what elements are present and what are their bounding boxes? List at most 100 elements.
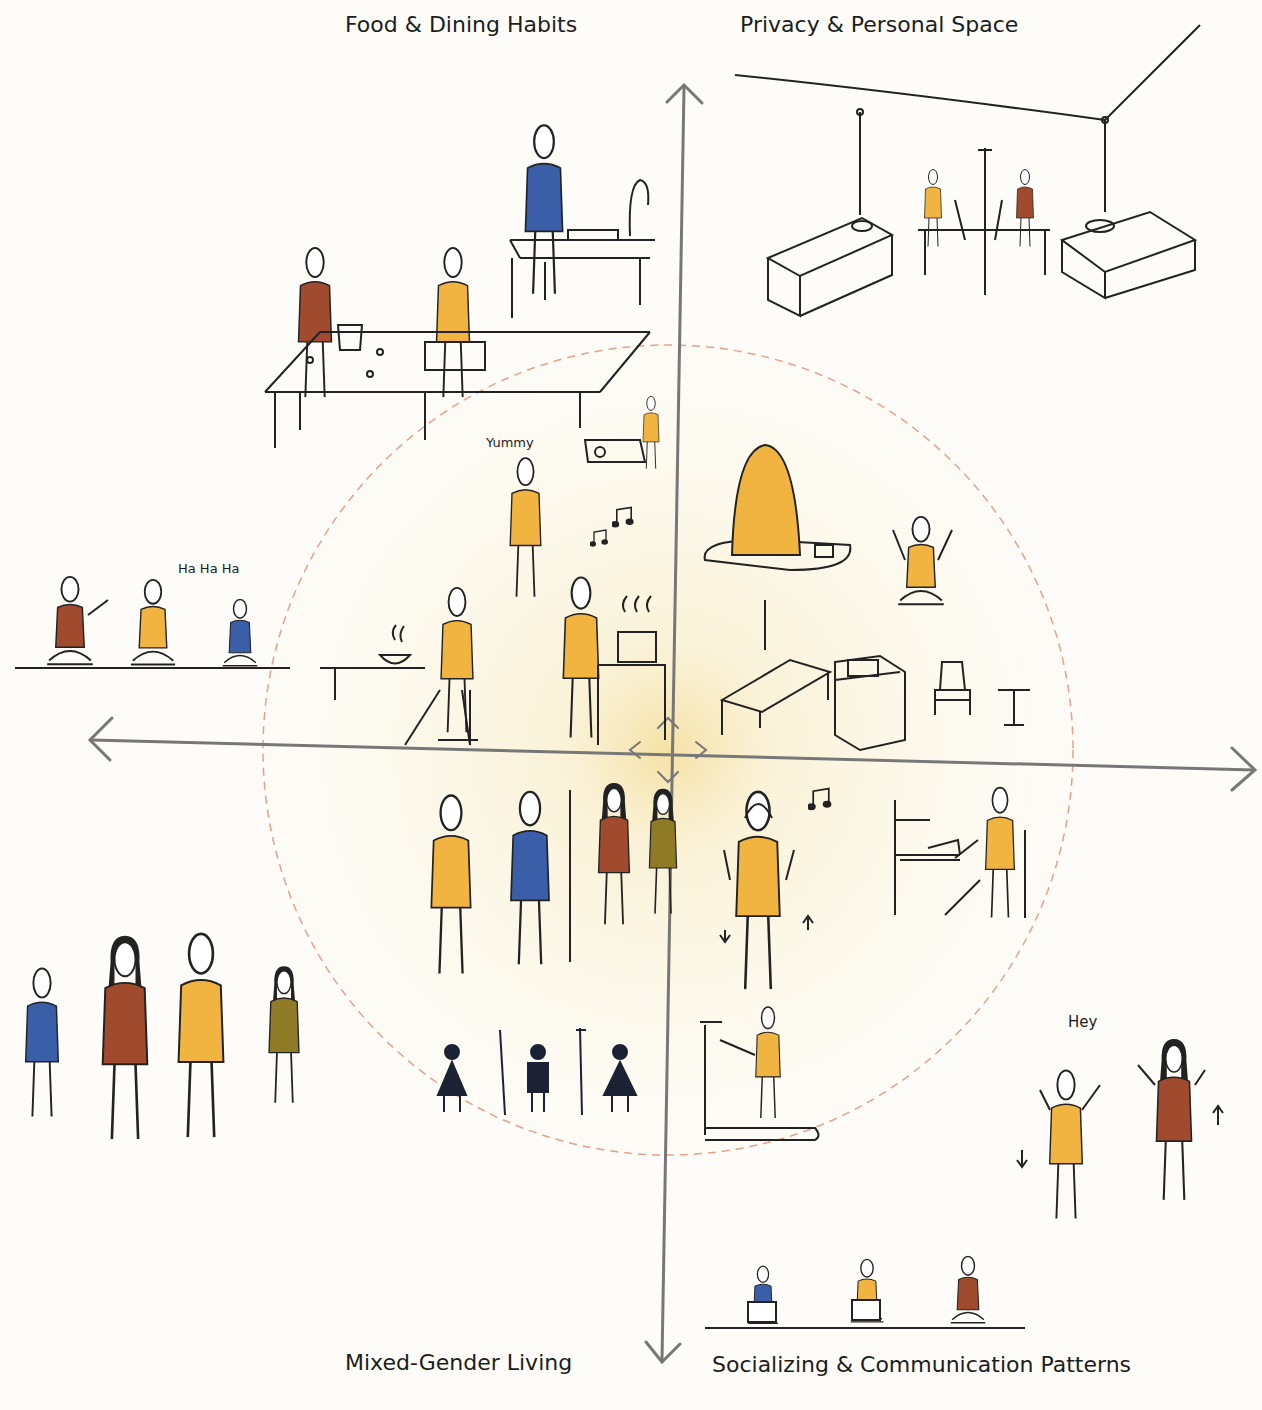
kitchen-scene-part [265, 332, 650, 448]
restroom-icons-part [604, 1062, 636, 1112]
private-room-part [860, 112, 1105, 215]
dining-scene-part [405, 690, 478, 745]
private-room-part [925, 170, 942, 247]
quadrant-heading: Privacy & Personal Space [740, 12, 1018, 37]
online-group-part [705, 1327, 1025, 1329]
mixed-gender-group-part [511, 792, 549, 964]
restroom-icons-part [500, 1030, 505, 1115]
leisure-scene-part [986, 788, 1015, 918]
floor-sitting-group-part [223, 599, 258, 665]
kitchen-scene-part [437, 248, 470, 397]
private-room-part [1062, 212, 1195, 298]
personal-space-scene-part [848, 660, 878, 676]
kitchen-scene-part [630, 180, 649, 236]
kitchen-scene-part [377, 349, 383, 355]
quadrant-heading: Socializing & Communication Patterns [712, 1352, 1131, 1377]
restroom-icons-part [613, 1045, 627, 1059]
personal-space-scene-part [815, 545, 833, 557]
standing-group [26, 934, 299, 1139]
leisure-scene-part [745, 804, 772, 818]
greeting-pair-part [1017, 1106, 1223, 1167]
private-room-part [735, 25, 1200, 120]
greeting-pair [1017, 1040, 1223, 1218]
personal-space-scene-part [722, 600, 830, 735]
speech-text: Yummy [486, 436, 534, 451]
private-room-part [918, 148, 1050, 295]
leisure-scene-part [720, 916, 813, 942]
quadrant-axes-part [667, 85, 702, 103]
treadmill-scene-part [720, 1040, 755, 1055]
standing-group-part [103, 936, 148, 1139]
private-room-part [768, 218, 892, 316]
speech-text: Ha Ha Ha [178, 562, 240, 577]
leisure-scene-part [808, 789, 831, 810]
online-group [705, 1256, 1025, 1328]
leisure-scene-part [724, 850, 794, 880]
leisure-scene-part [945, 840, 980, 915]
dining-scene-part [623, 596, 651, 612]
kitchen-scene-part [299, 248, 332, 397]
personal-space-scene-part [998, 690, 1030, 725]
private-room-part [857, 109, 863, 115]
personal-space-scene-part [732, 445, 800, 555]
restroom-icons [438, 1028, 636, 1115]
quadrant-axes-part [1232, 748, 1255, 790]
online-group-part [951, 1256, 986, 1322]
restroom-icons-part [576, 1028, 586, 1115]
mixed-gender-group-part [649, 790, 676, 914]
greeting-pair-part [1040, 1085, 1100, 1110]
dining-scene-part [612, 507, 633, 526]
floor-sitting-group-part [15, 667, 290, 669]
quadrant-heading: Food & Dining Habits [345, 12, 577, 37]
kitchen-scene-part [425, 342, 485, 370]
personal-space-scene-part [898, 517, 944, 604]
private-room [735, 25, 1200, 316]
kitchen-scene-part [568, 230, 618, 240]
quadrant-heading: Mixed-Gender Living [345, 1350, 572, 1375]
online-group-part [851, 1259, 884, 1322]
kitchen-scene-part [338, 325, 362, 350]
restroom-icons-part [528, 1063, 548, 1112]
floor-sitting-group-part [47, 577, 93, 664]
leisure-scene [720, 788, 1025, 990]
mixed-gender-group-part [599, 784, 630, 924]
personal-space-scene-part [935, 662, 970, 715]
dining-scene-part [618, 632, 656, 662]
mixed-gender-group [431, 784, 676, 974]
dining-scene-part [643, 396, 659, 468]
dining-scene-part [393, 625, 404, 642]
private-room-part [1017, 170, 1034, 247]
floor-sitting-group-part [131, 580, 175, 665]
mixed-gender-group-part [431, 795, 470, 973]
kitchen-scene-part [307, 357, 313, 363]
floor-sitting-group-part [88, 600, 108, 615]
dining-scene-part [598, 665, 665, 745]
dining-scene-part [441, 588, 473, 732]
speech-text: Hey [1068, 1014, 1097, 1031]
quadrant-axes-part [646, 1342, 680, 1362]
kitchen-scene-part [367, 371, 373, 377]
treadmill-scene-part [756, 1007, 780, 1118]
restroom-icons-part [531, 1045, 545, 1059]
quadrant-axes-part [630, 718, 706, 782]
dining-scene-part [510, 458, 541, 597]
private-room-part [1086, 220, 1114, 232]
mixed-gender-group-part [569, 790, 571, 962]
greeting-pair-part [1156, 1040, 1191, 1200]
online-group-part [748, 1302, 776, 1322]
kitchen-scene-part [510, 240, 655, 318]
standing-group-part [269, 966, 299, 1102]
greeting-pair-part [1138, 1065, 1205, 1085]
dining-scene-part [380, 655, 410, 664]
standing-group-part [179, 934, 224, 1137]
restroom-icons-part [445, 1045, 459, 1059]
greeting-pair-part [1050, 1071, 1083, 1219]
private-room-part [955, 200, 1002, 240]
personal-space-scene-part [835, 656, 905, 750]
treadmill-scene [700, 1007, 819, 1140]
leisure-scene-part [736, 792, 780, 989]
quadrant-axes [90, 85, 1255, 1362]
dining-scene-part [585, 440, 645, 462]
quadrant-axes-part [92, 740, 1254, 770]
